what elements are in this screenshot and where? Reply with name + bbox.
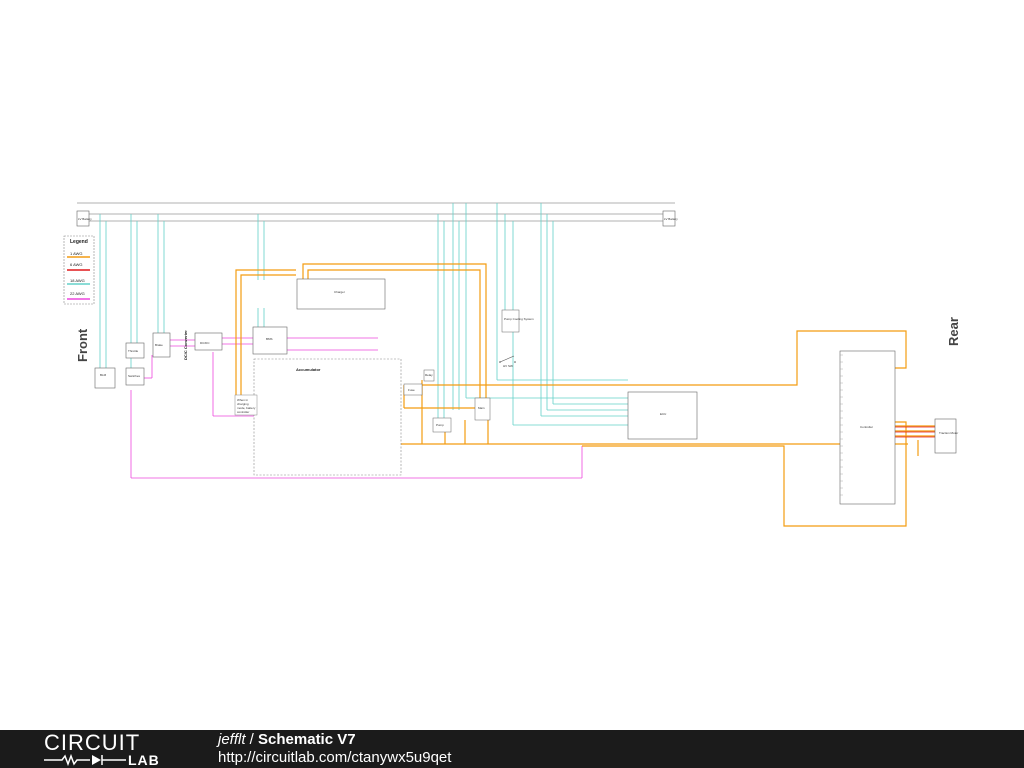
svg-text:Pump: Pump: [436, 423, 444, 427]
schematic-url-link[interactable]: http://circuitlab.com/ctanywx5u9qet: [218, 749, 452, 766]
power-wires-6awg: [895, 426, 935, 438]
ecu-box: ECU: [627, 391, 698, 440]
circuitlab-logo[interactable]: CIRCUIT LAB: [44, 730, 174, 768]
fuse-box: Fuse: [403, 383, 423, 396]
schematic-title: Schematic V7: [258, 731, 356, 748]
svg-text:ECU: ECU: [660, 412, 666, 416]
lv-battery-right: LV Battery: [662, 210, 678, 227]
svg-text:BLM: BLM: [100, 373, 107, 377]
svg-text:Fuse: Fuse: [408, 388, 415, 392]
svg-text:Throttle: Throttle: [128, 349, 139, 353]
svg-text:Accumulator: Accumulator: [296, 367, 321, 372]
svg-text:Relay: Relay: [425, 373, 433, 377]
svg-text:LV Battery: LV Battery: [78, 217, 92, 221]
svg-text:Switches: Switches: [128, 374, 141, 378]
relay-box: Relay: [423, 369, 435, 382]
footer-bar: CIRCUIT LAB jefflt / Schematic V7 http:/…: [0, 730, 1024, 768]
author-title-line: jefflt / Schematic V7: [218, 731, 356, 748]
motor-box: Traction Motor: [934, 418, 958, 454]
svg-text:HV SW: HV SW: [503, 364, 513, 368]
main-contactor-box: Main: [474, 397, 491, 421]
title-separator: /: [245, 731, 259, 748]
accumulator: Accumulator: [253, 358, 402, 476]
signal-wires-18awg: [99, 203, 628, 426]
controller-box: Controller: [839, 350, 896, 505]
svg-text:Traction Motor: Traction Motor: [939, 431, 958, 435]
lv-battery-left: LV Battery: [76, 210, 92, 227]
svg-text:Charger: Charger: [334, 290, 345, 294]
front-box-b: Brake: [152, 332, 171, 358]
legend-item-1awg: 1 AWG: [70, 251, 83, 256]
svg-text:BMS: BMS: [266, 337, 273, 341]
power-rails: [77, 202, 675, 222]
bms-box: BMS: [252, 326, 288, 355]
logo-text-top: CIRCUIT: [44, 730, 141, 755]
legend-item-6awg: 6 AWG: [70, 262, 83, 267]
legend-item-22awg: 22 AWG: [70, 291, 85, 296]
legend-title: Legend: [70, 239, 88, 245]
logo-text-bottom: LAB: [128, 752, 160, 768]
legend: Legend 1 AWG 6 AWG 18 AWG 22 AWG: [63, 235, 95, 305]
svg-text:Pump Cooling System: Pump Cooling System: [504, 317, 534, 321]
svg-text:mode, battery: mode, battery: [237, 406, 256, 410]
front-switch-box: Switches: [125, 367, 145, 386]
pump-box: Pump: [432, 417, 452, 433]
front-left-box: BLM: [94, 367, 116, 389]
svg-text:LV Battery: LV Battery: [664, 217, 678, 221]
svg-text:controller: controller: [237, 410, 249, 414]
svg-text:charging: charging: [237, 402, 249, 406]
charger-box: Charger: [296, 278, 386, 310]
dcdc-converter: DC/DC: [194, 332, 223, 351]
power-wires-1awg: [235, 263, 935, 527]
legend-item-18awg: 18 AWG: [70, 278, 85, 283]
dcdc-converter-label: DC/C Converter: [183, 330, 188, 360]
front-box-a: Throttle: [125, 342, 145, 359]
logo-waveform-icon: [44, 754, 126, 766]
author-link[interactable]: jefflt: [218, 731, 246, 748]
pump-cooling-box: Pump Cooling System: [501, 309, 534, 333]
hv-switch: HV SW: [499, 355, 516, 368]
svg-text:Controller: Controller: [860, 425, 873, 429]
schematic-diagram: Legend 1 AWG 6 AWG 18 AWG 22 AWG LV Batt…: [63, 202, 961, 527]
front-label: Front: [75, 328, 90, 362]
accumulator-note: When in charging mode, battery controlle…: [234, 394, 258, 416]
svg-text:DC/DC: DC/DC: [200, 341, 210, 345]
svg-text:When in: When in: [237, 398, 248, 402]
signal-wires-22awg: [130, 337, 583, 479]
svg-text:Brake: Brake: [155, 343, 163, 347]
controller-pins: [840, 354, 843, 496]
svg-text:Main: Main: [478, 406, 485, 410]
rear-label: Rear: [946, 317, 961, 346]
schematic-canvas: Legend 1 AWG 6 AWG 18 AWG 22 AWG LV Batt…: [63, 202, 961, 527]
